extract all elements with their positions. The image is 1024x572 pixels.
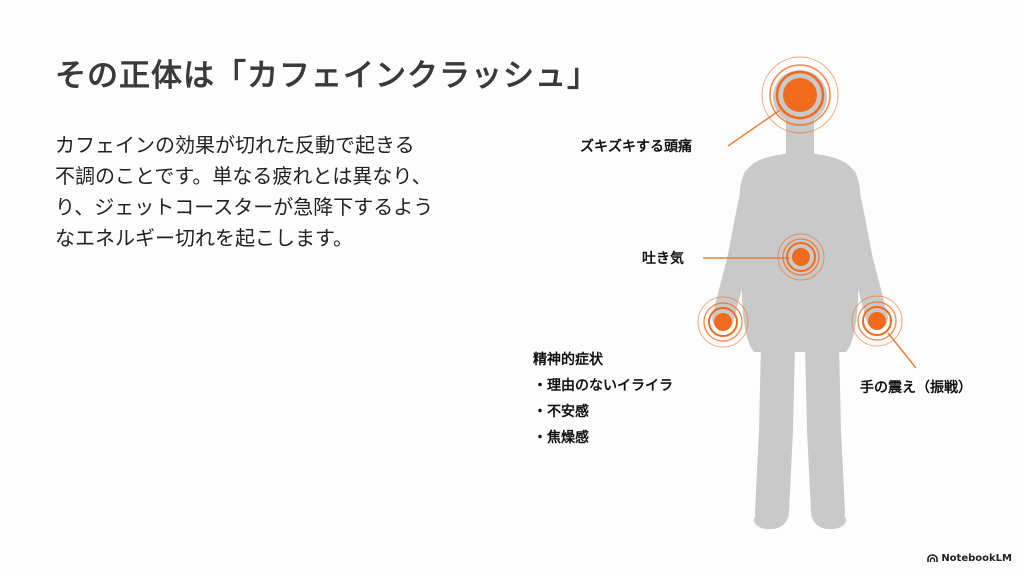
description-line: 不調のことです。単なる疲れとは異なり、 (55, 164, 432, 188)
headache-label: ズキズキする頭痛 (580, 139, 692, 155)
mental-symptom-item: ・焦燥感 (533, 430, 589, 446)
notebooklm-watermark: NotebookLM (927, 553, 1012, 564)
headache-pain-marker (761, 56, 839, 134)
right-hand-pain-marker (851, 295, 903, 347)
mental-symptom-item: ・不安感 (533, 404, 589, 420)
watermark-text: NotebookLM (941, 553, 1012, 564)
left-hand-pain-marker (697, 296, 749, 348)
description: カフェインの効果が切れた反動で起きる 不調のことです。単なる疲れとは異なり、 り… (55, 130, 433, 254)
mental-symptoms: 精神的症状 ・理由のないイライラ ・不安感 ・焦燥感 (533, 347, 673, 451)
tremor-leader-line (887, 332, 917, 369)
notebooklm-logo-icon (927, 554, 939, 562)
description-line: カフェインの効果が切れた反動で起きる (55, 133, 415, 157)
description-line: なエネルギー切れを起こします。 (55, 226, 353, 250)
mental-symptom-item: ・理由のないイライラ (533, 378, 673, 394)
tremor-label: 手の震え（振戦） (860, 380, 972, 396)
body-silhouette (712, 70, 888, 529)
description-line: り、ジェットコースターが急降下するよう (55, 195, 434, 219)
slide-title: その正体は「カフェインクラッシュ」 (55, 58, 599, 94)
headache-leader-line (727, 109, 781, 147)
mental-symptoms-heading: 精神的症状 (533, 352, 603, 368)
nausea-pain-marker (777, 233, 825, 281)
nausea-label: 吐き気 (642, 251, 684, 267)
